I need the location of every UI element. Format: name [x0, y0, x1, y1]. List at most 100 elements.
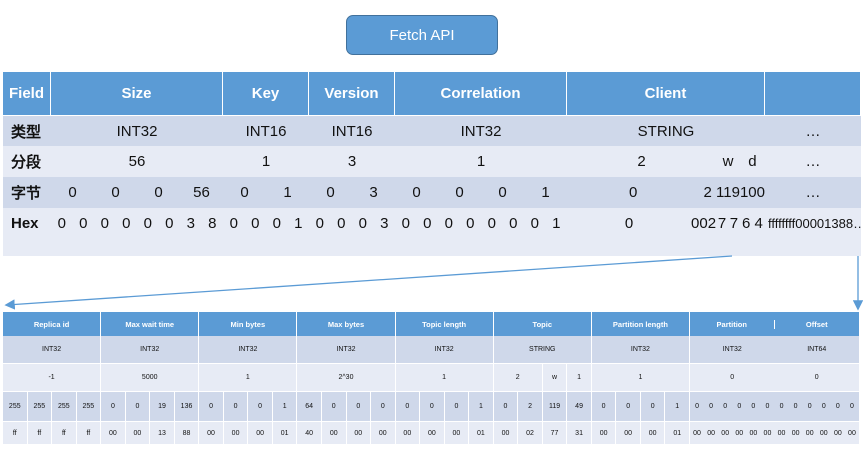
hex-cell: 00 — [721, 429, 730, 437]
hex-cell: 00 — [223, 422, 249, 445]
header-field: Field — [3, 72, 51, 116]
value-topic-char: w — [542, 364, 568, 392]
arrow-left-line — [4, 255, 733, 310]
byte-partition-offset-group: 0 0 0 0 0 0 0 0 0 0 0 0 — [690, 392, 860, 422]
hex-cell: 13 — [150, 422, 175, 445]
label-segment: 分段 — [3, 146, 51, 177]
segment-client-length: 2 — [567, 146, 717, 177]
byte-cell: 0 — [493, 392, 519, 422]
hex-cell: 0 — [395, 208, 417, 239]
type-partition-offset-group: INT32 INT64 — [690, 336, 860, 364]
byte-cell: 0 — [248, 392, 273, 422]
byte-cell: 49 — [567, 392, 592, 422]
byte-cell: 255 — [3, 392, 28, 422]
hex-cell: 01 — [469, 422, 494, 445]
header-partition-length: Partition length — [591, 312, 690, 336]
type-partition: INT32 — [722, 346, 742, 353]
hex-cell: 0 — [524, 208, 546, 239]
value-partition-length: 1 — [591, 364, 690, 392]
type-more: … — [764, 116, 861, 146]
header-correlation: Correlation — [395, 72, 567, 116]
byte-cell: 1 — [524, 177, 567, 208]
header-topic-length: Topic length — [395, 312, 494, 336]
byte-cell: 255 — [76, 392, 102, 422]
hex-cell: 00 — [693, 429, 701, 437]
header-topic: Topic — [493, 312, 592, 336]
value-replica-id: -1 — [3, 364, 102, 392]
byte-cell: 1 — [272, 392, 298, 422]
value-max-bytes: 2^30 — [297, 364, 396, 392]
hex-cell: 7 — [727, 208, 740, 239]
hex-cell: 0 — [459, 208, 481, 239]
byte-cell: 100 — [739, 177, 765, 208]
hex-cell: 2 — [707, 208, 717, 239]
hex-cell: 0 — [94, 208, 116, 239]
type-size: INT32 — [51, 116, 223, 146]
header-client: Client — [567, 72, 765, 116]
hex-cell: 00 — [125, 422, 151, 445]
header-min-bytes: Min bytes — [199, 312, 298, 336]
hex-cell: 0 — [330, 208, 352, 239]
hex-cell: 02 — [518, 422, 543, 445]
hex-cell: 6 — [739, 208, 753, 239]
hex-cell: 00 — [819, 429, 828, 437]
byte-cell: 0 — [223, 177, 266, 208]
hex-cell: 00 — [321, 422, 347, 445]
hex-cell: 7 — [716, 208, 728, 239]
byte-cell: 0 — [321, 392, 347, 422]
hex-cell: 0 — [691, 208, 700, 239]
segment-correlation: 1 — [395, 146, 567, 177]
hex-cell: 00 — [749, 429, 758, 437]
title-box: Fetch API — [346, 15, 498, 55]
byte-cell: 56 — [180, 177, 223, 208]
hex-cell: 00 — [805, 429, 814, 437]
byte-cell: 0 — [723, 403, 728, 410]
segment-size: 56 — [51, 146, 223, 177]
type-max-wait-time: INT32 — [101, 336, 200, 364]
byte-cell: 0 — [438, 177, 481, 208]
hex-cell: ff — [3, 422, 28, 445]
hex-cell: 00 — [591, 422, 617, 445]
byte-cell: 0 — [94, 177, 137, 208]
hex-cell: 00 — [616, 422, 641, 445]
header-key: Key — [223, 72, 309, 116]
hex-cell: 00 — [199, 422, 224, 445]
byte-cell: 0 — [737, 403, 742, 410]
type-topic-length: INT32 — [395, 336, 494, 364]
hex-cell: 1 — [287, 208, 309, 239]
watermark: CSDN @weixin_44176192 — [642, 441, 851, 460]
hex-cell: 01 — [272, 422, 298, 445]
byte-cell: 0 — [591, 392, 617, 422]
byte-cell: 0 — [849, 403, 854, 410]
byte-cell: 0 — [223, 392, 249, 422]
type-key: INT16 — [223, 116, 309, 146]
hex-cell: 00 — [791, 429, 800, 437]
hex-cell: 01 — [665, 422, 690, 445]
byte-cell: 1 — [469, 392, 494, 422]
byte-cell: 64 — [297, 392, 322, 422]
value-topic-char: 1 — [567, 364, 592, 392]
hex-tail: ffffffff00001388… — [764, 208, 861, 239]
byte-cell: 0 — [640, 392, 666, 422]
segment-version: 3 — [309, 146, 395, 177]
hex-cell: ff — [52, 422, 77, 445]
type-partition-length: INT32 — [591, 336, 690, 364]
hex-partition-offset-group: 00 00 00 00 00 00 00 00 00 00 00 00 — [690, 422, 860, 445]
hex-cell: 0 — [502, 208, 524, 239]
header-max-bytes: Max bytes — [297, 312, 396, 336]
byte-cell: 255 — [27, 392, 53, 422]
header-offset: Offset — [805, 319, 828, 329]
hex-cell: 00 — [395, 422, 421, 445]
header-partition: Partition — [690, 319, 775, 329]
hex-cell: 0 — [115, 208, 137, 239]
bottom-table: Replica id Max wait time Min bytes Max b… — [3, 312, 860, 445]
byte-cell: 1 — [665, 392, 690, 422]
byte-cell: 19 — [150, 392, 175, 422]
header-partition-offset-group: Partition Offset — [690, 312, 860, 336]
hex-cell: 0 — [223, 208, 245, 239]
value-topic-length-prefix: 2 — [493, 364, 543, 392]
value-offset: 0 — [814, 374, 819, 381]
header-max-wait-time: Max wait time — [101, 312, 200, 336]
byte-cell: 2 — [518, 392, 543, 422]
hex-cell: 40 — [297, 422, 322, 445]
